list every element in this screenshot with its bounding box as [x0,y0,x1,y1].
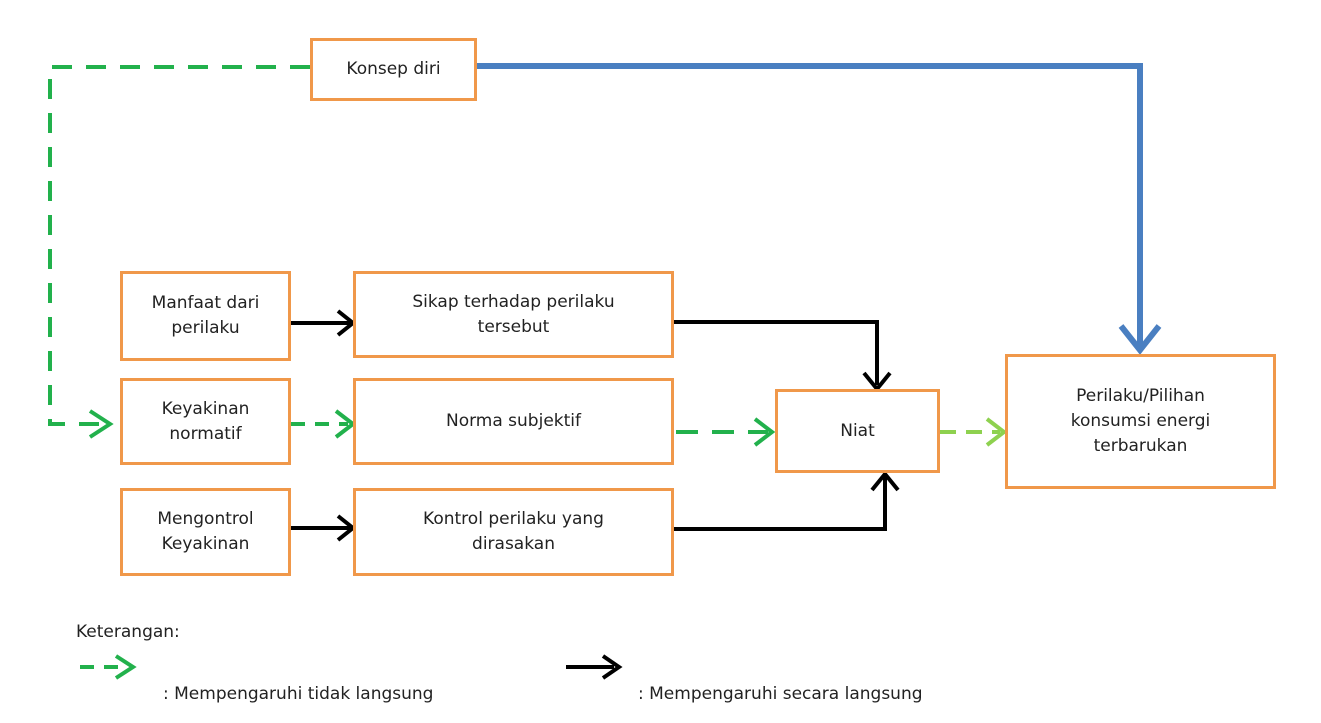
arrowhead-konsep-to-keyakinan [88,409,114,439]
node-mengontrol: Mengontrol Keyakinan [120,488,291,576]
node-niat-label: Niat [840,420,875,441]
node-sikap-label: Sikap terhadap perilaku tersebut [412,291,615,337]
arrowhead-kontrol-to-niat [870,470,900,492]
node-keyakinan-normatif: Keyakinan normatif [120,378,291,465]
connector-konsep-to-keyakinan [48,65,310,426]
node-kontrol: Kontrol perilaku yang dirasakan [353,488,674,576]
node-norma: Norma subjektif [353,378,674,465]
legend-title: Keterangan: [76,622,180,642]
arrowhead-niat-to-perilaku [985,417,1008,447]
node-manfaat: Manfaat dari perilaku [120,271,291,361]
node-mengontrol-label: Mengontrol Keyakinan [157,509,254,554]
node-norma-label: Norma subjektif [445,411,581,431]
node-konsep-diri-label: Konsep diri [346,59,441,79]
legend-indirect-arrowhead [114,654,137,680]
connector-kontrol-to-niat [674,477,887,531]
node-kontrol-label: Kontrol perilaku yang dirasakan [423,509,604,554]
node-perilaku-label: Perilaku/Pilihan konsumsi energi terbaru… [1070,386,1211,456]
legend-direct-arrowhead [601,654,623,680]
arrowhead-norma-to-niat [753,417,776,447]
node-manfaat-label: Manfaat dari perilaku [151,293,260,338]
connector-konsep-to-perilaku [477,63,1143,348]
legend-direct-label: : Mempengaruhi secara langsung [638,684,923,704]
connector-sikap-to-niat [674,320,879,385]
legend-indirect-label: : Mempengaruhi tidak langsung [163,684,434,704]
arrowhead-konsep-to-perilaku [1118,324,1162,355]
node-keyakinan-normatif-label: Keyakinan normatif [161,398,250,444]
node-sikap: Sikap terhadap perilaku tersebut [353,271,674,358]
node-konsep-diri: Konsep diri [310,38,477,101]
node-perilaku: Perilaku/Pilihan konsumsi energi terbaru… [1005,354,1276,489]
node-niat: Niat [775,389,940,473]
